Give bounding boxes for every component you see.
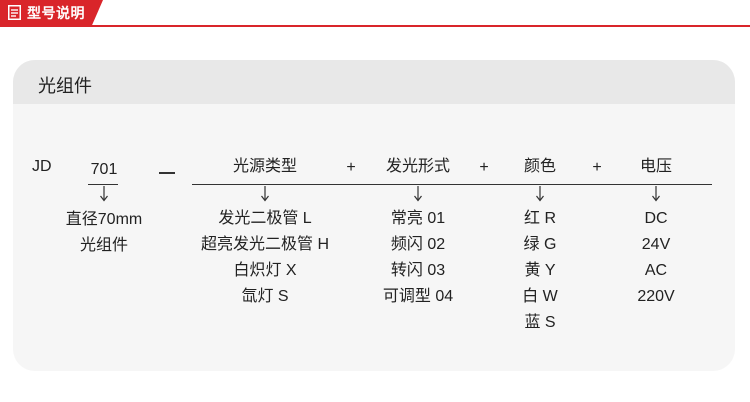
number-desc-line-1: 直径70mm <box>65 211 143 228</box>
source-option: 发光二极管 L <box>218 210 312 227</box>
number-desc-line-2: 光组件 <box>79 237 129 254</box>
fields-underline <box>192 184 712 185</box>
mode-option: 频闪 02 <box>390 236 446 253</box>
plus-sign-3: + <box>592 159 602 176</box>
plus-sign-1: + <box>346 159 356 176</box>
header-title: 型号说明 <box>27 5 85 21</box>
color-option: 红 R <box>523 210 557 227</box>
color-option: 白 W <box>522 288 558 305</box>
color-option: 蓝 S <box>524 314 556 331</box>
voltage-option: AC <box>644 262 668 279</box>
mode-option: 可调型 04 <box>382 288 454 305</box>
card-title: 光组件 <box>38 76 92 96</box>
header-underline <box>0 25 750 27</box>
code-dash <box>159 172 175 174</box>
code-number: 701 <box>90 161 118 178</box>
voltage-option: 220V <box>637 288 675 305</box>
arrow-down-icon <box>536 186 544 202</box>
color-title: 颜色 <box>523 158 557 175</box>
color-option: 黄 Y <box>524 262 556 279</box>
voltage-option: DC <box>644 210 668 227</box>
arrow-down-icon <box>100 186 108 202</box>
code-prefix: JD <box>32 158 52 175</box>
document-icon <box>8 5 21 20</box>
mode-title: 发光形式 <box>385 158 451 175</box>
source-option: 氙灯 S <box>241 288 289 305</box>
source-title: 光源类型 <box>232 158 298 175</box>
plus-sign-2: + <box>479 159 489 176</box>
arrow-down-icon <box>414 186 422 202</box>
section-header: 型号说明 <box>0 0 750 28</box>
color-option: 绿 G <box>523 236 557 253</box>
mode-option: 常亮 01 <box>390 210 446 227</box>
card-header: 光组件 <box>13 60 735 104</box>
arrow-down-icon <box>261 186 269 202</box>
voltage-option: 24V <box>641 236 671 253</box>
source-option: 白炽灯 X <box>233 262 297 279</box>
mode-option: 转闪 03 <box>390 262 446 279</box>
source-option: 超亮发光二极管 H <box>200 236 330 253</box>
arrow-down-icon <box>652 186 660 202</box>
model-card: 光组件 <box>13 60 735 371</box>
number-underline <box>88 184 118 185</box>
voltage-title: 电压 <box>639 158 673 175</box>
